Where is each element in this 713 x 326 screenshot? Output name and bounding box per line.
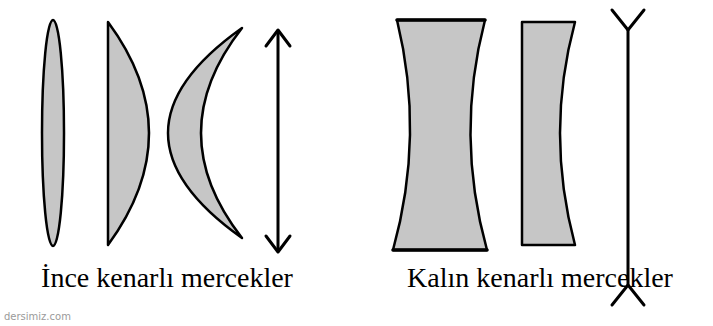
arrow-head [266, 30, 290, 46]
group-caption: Kalın kenarlı mercekler [407, 262, 673, 294]
concave-convex-lens [168, 28, 242, 238]
diverging-lens-symbol [627, 30, 630, 285]
biconvex-lens [42, 20, 64, 246]
plano-concave-lens [522, 22, 575, 245]
plano-convex-lens [108, 22, 149, 245]
watermark: dersimiz.com [4, 311, 71, 322]
group-caption: İnce kenarlı mercekler [41, 262, 293, 294]
converging-lens-symbol [277, 32, 280, 250]
fork-head [612, 10, 644, 30]
lens-edge [393, 248, 487, 252]
lens-edge [397, 18, 485, 22]
arrow-head [266, 236, 290, 252]
biconcave-lens [393, 20, 487, 250]
